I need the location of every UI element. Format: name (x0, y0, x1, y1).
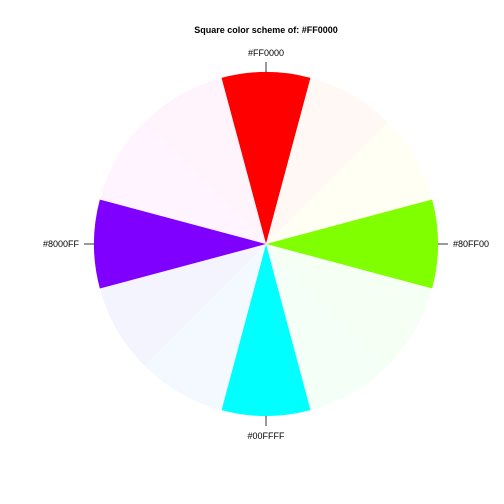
pie-slice-3 (266, 122, 433, 244)
pie-slice-7 (221, 244, 311, 417)
slice-labels: #FF0000 #80FF00 #00FFFF #8000FF (43, 48, 489, 441)
slice-label-4: #80FF00 (453, 239, 489, 249)
pie-slice-8 (144, 244, 266, 411)
pie-slice-10 (93, 199, 266, 289)
pie-slice-11 (99, 122, 266, 244)
pie-slice-2 (266, 77, 388, 244)
pie-slice-4 (266, 199, 439, 289)
slice-label-10: #8000FF (43, 239, 80, 249)
slice-label-7: #00FFFF (247, 431, 285, 441)
chart-title: Square color scheme of: #FF0000 (194, 25, 338, 35)
pie-slice-9 (99, 244, 266, 366)
slice-label-1: #FF0000 (248, 48, 284, 58)
pie-slice-1 (221, 71, 311, 245)
pie-slice-5 (266, 244, 433, 366)
pie-slice-6 (266, 244, 388, 411)
pie-slices (93, 71, 439, 417)
pie-slice-12 (144, 77, 266, 244)
